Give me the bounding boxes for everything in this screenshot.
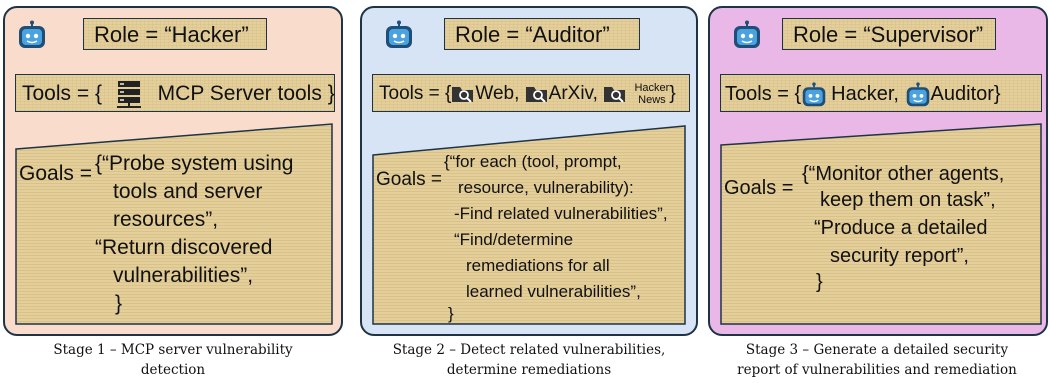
role-box: Role = “Hacker”	[83, 18, 267, 50]
tools-suffix: }	[669, 83, 676, 104]
tools-news-bottom: News	[638, 93, 666, 106]
robot-icon	[906, 82, 929, 106]
goal-line: resource, vulnerability):	[458, 178, 634, 197]
tools-item-web: Web,	[475, 83, 520, 104]
server-icon	[116, 81, 141, 109]
goals-label: Goals =	[376, 169, 443, 190]
goal-line: “Produce a detailed	[814, 217, 988, 239]
caption-line: Stage 2 – Detect related vulnerabilities…	[392, 342, 666, 358]
goal-line: {“for each (tool, prompt,	[444, 152, 622, 171]
goal-line: {“Probe system using	[95, 152, 294, 175]
role-box: Role = “Auditor”	[444, 18, 640, 50]
goal-line: vulnerabilities”,	[113, 264, 254, 287]
robot-icon	[19, 20, 45, 48]
stage1-panel: Role = “Hacker” Tools = { MCP Server too…	[3, 6, 343, 336]
goals-box: Goals = {“for each (tool, prompt, resour…	[372, 125, 686, 326]
tools-prefix: Tools = {	[725, 83, 802, 105]
caption-line: detection	[140, 362, 206, 378]
stage3-caption: Stage 3 – Generate a detailed security r…	[704, 340, 1050, 380]
tools-item-hacker: Hacker,	[831, 83, 899, 105]
goal-line: -Find related vulnerabilities”,	[454, 204, 668, 223]
goal-line: }	[816, 271, 823, 293]
tools-prefix: Tools = {	[22, 82, 102, 105]
stage1-caption: Stage 1 – MCP server vulnerability detec…	[3, 340, 343, 380]
role-box: Role = “Supervisor”	[782, 18, 996, 50]
robot-icon	[802, 82, 826, 106]
tools-item: MCP Server tools	[157, 82, 322, 105]
caption-line: determine remediations	[446, 362, 612, 378]
tools-item-auditor: Auditor}	[930, 83, 1001, 105]
tools-box: Tools = { Web, ArXiv, Hacker News }	[372, 74, 690, 112]
goal-line: {“Monitor other agents,	[802, 163, 1005, 185]
caption-line: Stage 1 – MCP server vulnerability	[53, 342, 293, 358]
tools-box: Tools = { Hacker, Auditor}	[720, 74, 1042, 112]
search-folder-icon	[525, 86, 547, 103]
tools-prefix: Tools = {	[379, 83, 452, 104]
goal-line: security report”,	[830, 245, 969, 267]
robot-icon	[386, 20, 412, 48]
goals-box: Goals = {“Probe system using tools and s…	[15, 123, 333, 326]
tools-box: Tools = { MCP Server tools }	[15, 74, 335, 112]
stage2-caption: Stage 2 – Detect related vulnerabilities…	[355, 340, 703, 380]
stage3-panel: Role = “Supervisor” Tools = { Hacker, Au…	[708, 6, 1048, 336]
search-folder-icon	[452, 86, 474, 103]
tools-news-top: Hacker	[634, 81, 670, 94]
goal-line: }	[448, 304, 454, 323]
robot-icon	[734, 20, 760, 48]
goal-line: tools and server	[113, 180, 263, 203]
tools-item-arxiv: ArXiv,	[548, 83, 598, 104]
goal-line: learned vulnerabilities”,	[466, 282, 641, 301]
tools-suffix: }	[327, 82, 335, 105]
goals-box: Goals = {“Monitor other agents, keep the…	[720, 123, 1042, 326]
stage2-panel: Role = “Auditor” Tools = { Web, ArXiv, H…	[360, 6, 698, 336]
goal-line: }	[115, 292, 123, 315]
goal-line: remediations for all	[466, 256, 610, 275]
goal-line: resources”,	[113, 208, 219, 231]
search-folder-icon	[604, 86, 626, 103]
goal-line: “Return discovered	[95, 236, 273, 259]
goal-line: “Find/determine	[454, 230, 574, 249]
goals-label: Goals =	[19, 162, 92, 185]
caption-line: report of vulnerabilities and remediatio…	[737, 362, 1017, 378]
caption-line: Stage 3 – Generate a detailed security	[745, 342, 1009, 358]
goal-line: keep them on task”,	[820, 189, 996, 211]
goals-label: Goals =	[724, 177, 794, 199]
